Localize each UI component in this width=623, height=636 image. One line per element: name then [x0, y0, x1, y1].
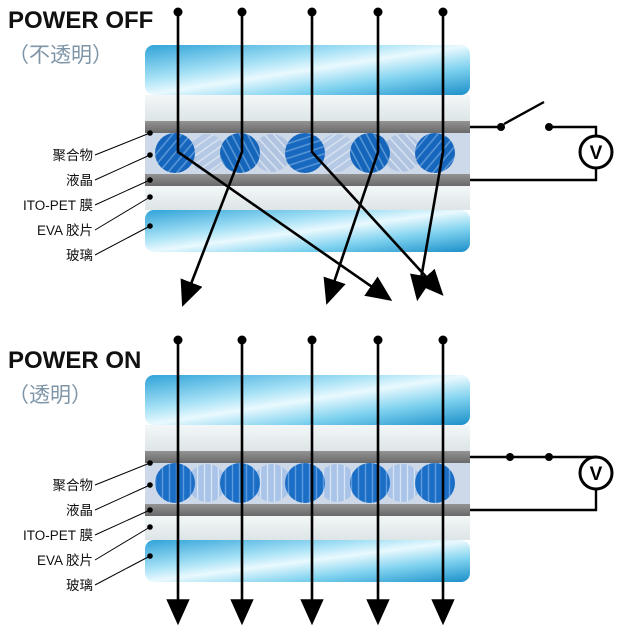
leader-line	[94, 179, 151, 206]
switch-terminal-dot	[506, 453, 514, 461]
light-ray	[176, 12, 393, 301]
layer-eva-top	[145, 95, 470, 121]
layer-eva-top	[145, 425, 470, 451]
layer-stack-off	[145, 45, 470, 252]
leader-line	[94, 509, 151, 536]
panel-off-subtitle: （不透明）	[8, 44, 113, 67]
layer-ito-top	[145, 451, 470, 463]
lc-droplet-light	[253, 464, 291, 502]
lc-droplet-dark	[220, 463, 260, 503]
layer-label-ito-pet: ITO-PET 膜	[23, 198, 93, 213]
voltmeter-circle	[578, 455, 614, 491]
panel-power-off: POWER OFF （不透明）	[8, 7, 614, 307]
lc-droplet-dark	[285, 133, 325, 173]
panel-off-title: POWER OFF	[8, 7, 153, 34]
wire-bottom	[470, 168, 598, 182]
lc-droplet-light	[253, 134, 291, 172]
layer-labels-on: 聚合物 液晶 ITO-PET 膜 EVA 胶片 玻璃	[23, 460, 153, 593]
layer-label-polymer: 聚合物	[53, 148, 94, 163]
leader-dot	[147, 553, 153, 559]
light-ray	[410, 12, 445, 302]
lc-droplet-dark	[285, 463, 325, 503]
circuit-off: V	[470, 100, 614, 182]
leader-dot	[147, 177, 153, 183]
lc-droplet-light	[383, 134, 421, 172]
panel-on-subtitle: （透明）	[8, 384, 92, 407]
lc-droplet-dark	[350, 133, 390, 173]
leader-line	[94, 196, 151, 231]
leader-dot	[147, 223, 153, 229]
panel-power-on: POWER ON （透明）	[8, 335, 614, 626]
lc-droplets-dark-off	[155, 133, 455, 173]
leader-line	[94, 555, 151, 586]
lc-droplets-light-off	[188, 134, 421, 172]
leader-line	[94, 132, 151, 156]
leader-line	[94, 484, 151, 511]
lc-droplet-dark	[415, 133, 455, 173]
layer-label-eva: EVA 胶片	[37, 222, 93, 238]
leader-dot	[147, 507, 153, 513]
layer-stack-on	[145, 375, 470, 582]
lc-droplet-light	[383, 464, 421, 502]
leader-dot	[147, 460, 153, 466]
layer-label-liquid-crystal: 液晶	[66, 503, 93, 518]
leader-line	[94, 154, 151, 181]
light-ray	[180, 12, 244, 307]
layer-label-polymer: 聚合物	[53, 478, 94, 493]
panel-on-title: POWER ON	[8, 347, 141, 374]
layer-glass-top	[145, 375, 470, 425]
lc-droplets-light-on	[188, 464, 421, 502]
lc-droplet-dark	[415, 463, 455, 503]
layer-ito-bottom	[145, 504, 470, 516]
switch-terminal-dot	[545, 453, 553, 461]
wire-bottom	[470, 489, 598, 512]
leader-dot	[147, 152, 153, 158]
lc-droplet-light	[188, 464, 226, 502]
lc-droplet-light	[318, 134, 356, 172]
leader-line	[94, 526, 151, 561]
layer-eva-bottom	[145, 516, 470, 540]
layer-ito-bottom	[145, 174, 470, 186]
switch-terminal-dot	[497, 123, 505, 131]
layer-glass-top	[145, 45, 470, 95]
layer-glass-bottom	[145, 210, 470, 252]
light-rays-transmitted	[166, 335, 455, 626]
lc-droplets-dark-on	[155, 463, 455, 503]
circuit-on: V	[470, 453, 614, 512]
light-rays-scattered	[173, 7, 448, 307]
leader-line	[94, 462, 151, 486]
lc-droplet-dark	[155, 133, 195, 173]
leader-dot	[147, 482, 153, 488]
voltmeter-label: V	[590, 464, 603, 485]
layer-label-liquid-crystal: 液晶	[66, 173, 93, 188]
layer-labels-off: 聚合物 液晶 ITO-PET 膜 EVA 胶片 玻璃	[23, 130, 153, 263]
layer-glass-bottom	[145, 540, 470, 582]
layer-label-glass: 玻璃	[66, 577, 93, 593]
lc-droplet-dark	[155, 463, 195, 503]
layer-label-glass: 玻璃	[66, 247, 93, 263]
layer-ito-top	[145, 121, 470, 133]
layer-label-eva: EVA 胶片	[37, 552, 93, 568]
voltmeter-label: V	[590, 143, 603, 164]
layer-label-ito-pet: ITO-PET 膜	[23, 528, 93, 543]
leader-dot	[147, 194, 153, 200]
leader-dot	[147, 130, 153, 136]
light-ray	[323, 12, 380, 305]
lc-droplet-dark	[350, 463, 390, 503]
voltmeter-circle	[578, 134, 614, 170]
leader-line	[94, 225, 151, 256]
lc-droplet-light	[188, 134, 226, 172]
lc-droplet-dark	[220, 133, 260, 173]
light-ray	[310, 12, 444, 296]
lc-droplet-light	[318, 464, 356, 502]
wire-to-voltmeter	[549, 125, 598, 136]
leader-dot	[147, 524, 153, 530]
switch-blade-open	[503, 100, 545, 126]
layer-eva-bottom	[145, 186, 470, 210]
